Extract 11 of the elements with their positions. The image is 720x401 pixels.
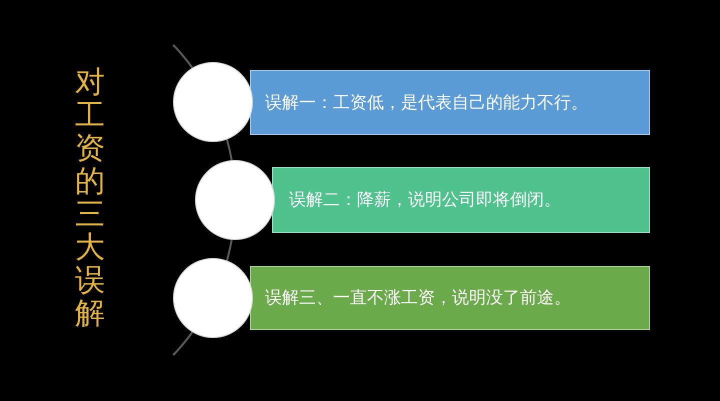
- ribbon-bar: [250, 70, 650, 135]
- misconception-text: 误解二：降薪，说明公司即将倒闭。: [289, 189, 561, 211]
- arc-line: [172, 332, 194, 356]
- vertical-title: 对工资的三大误解: [74, 66, 106, 330]
- misconception-text: 误解三、一直不涨工资，说明没了前途。: [265, 287, 571, 309]
- arc-line: [226, 240, 233, 261]
- arc-line: [172, 44, 194, 68]
- arc-line: [226, 139, 233, 160]
- misconception-text: 误解一：工资低，是代表自己的能力不行。: [265, 92, 588, 114]
- ribbon-bar: [272, 167, 650, 233]
- ribbon-bar: [250, 266, 650, 330]
